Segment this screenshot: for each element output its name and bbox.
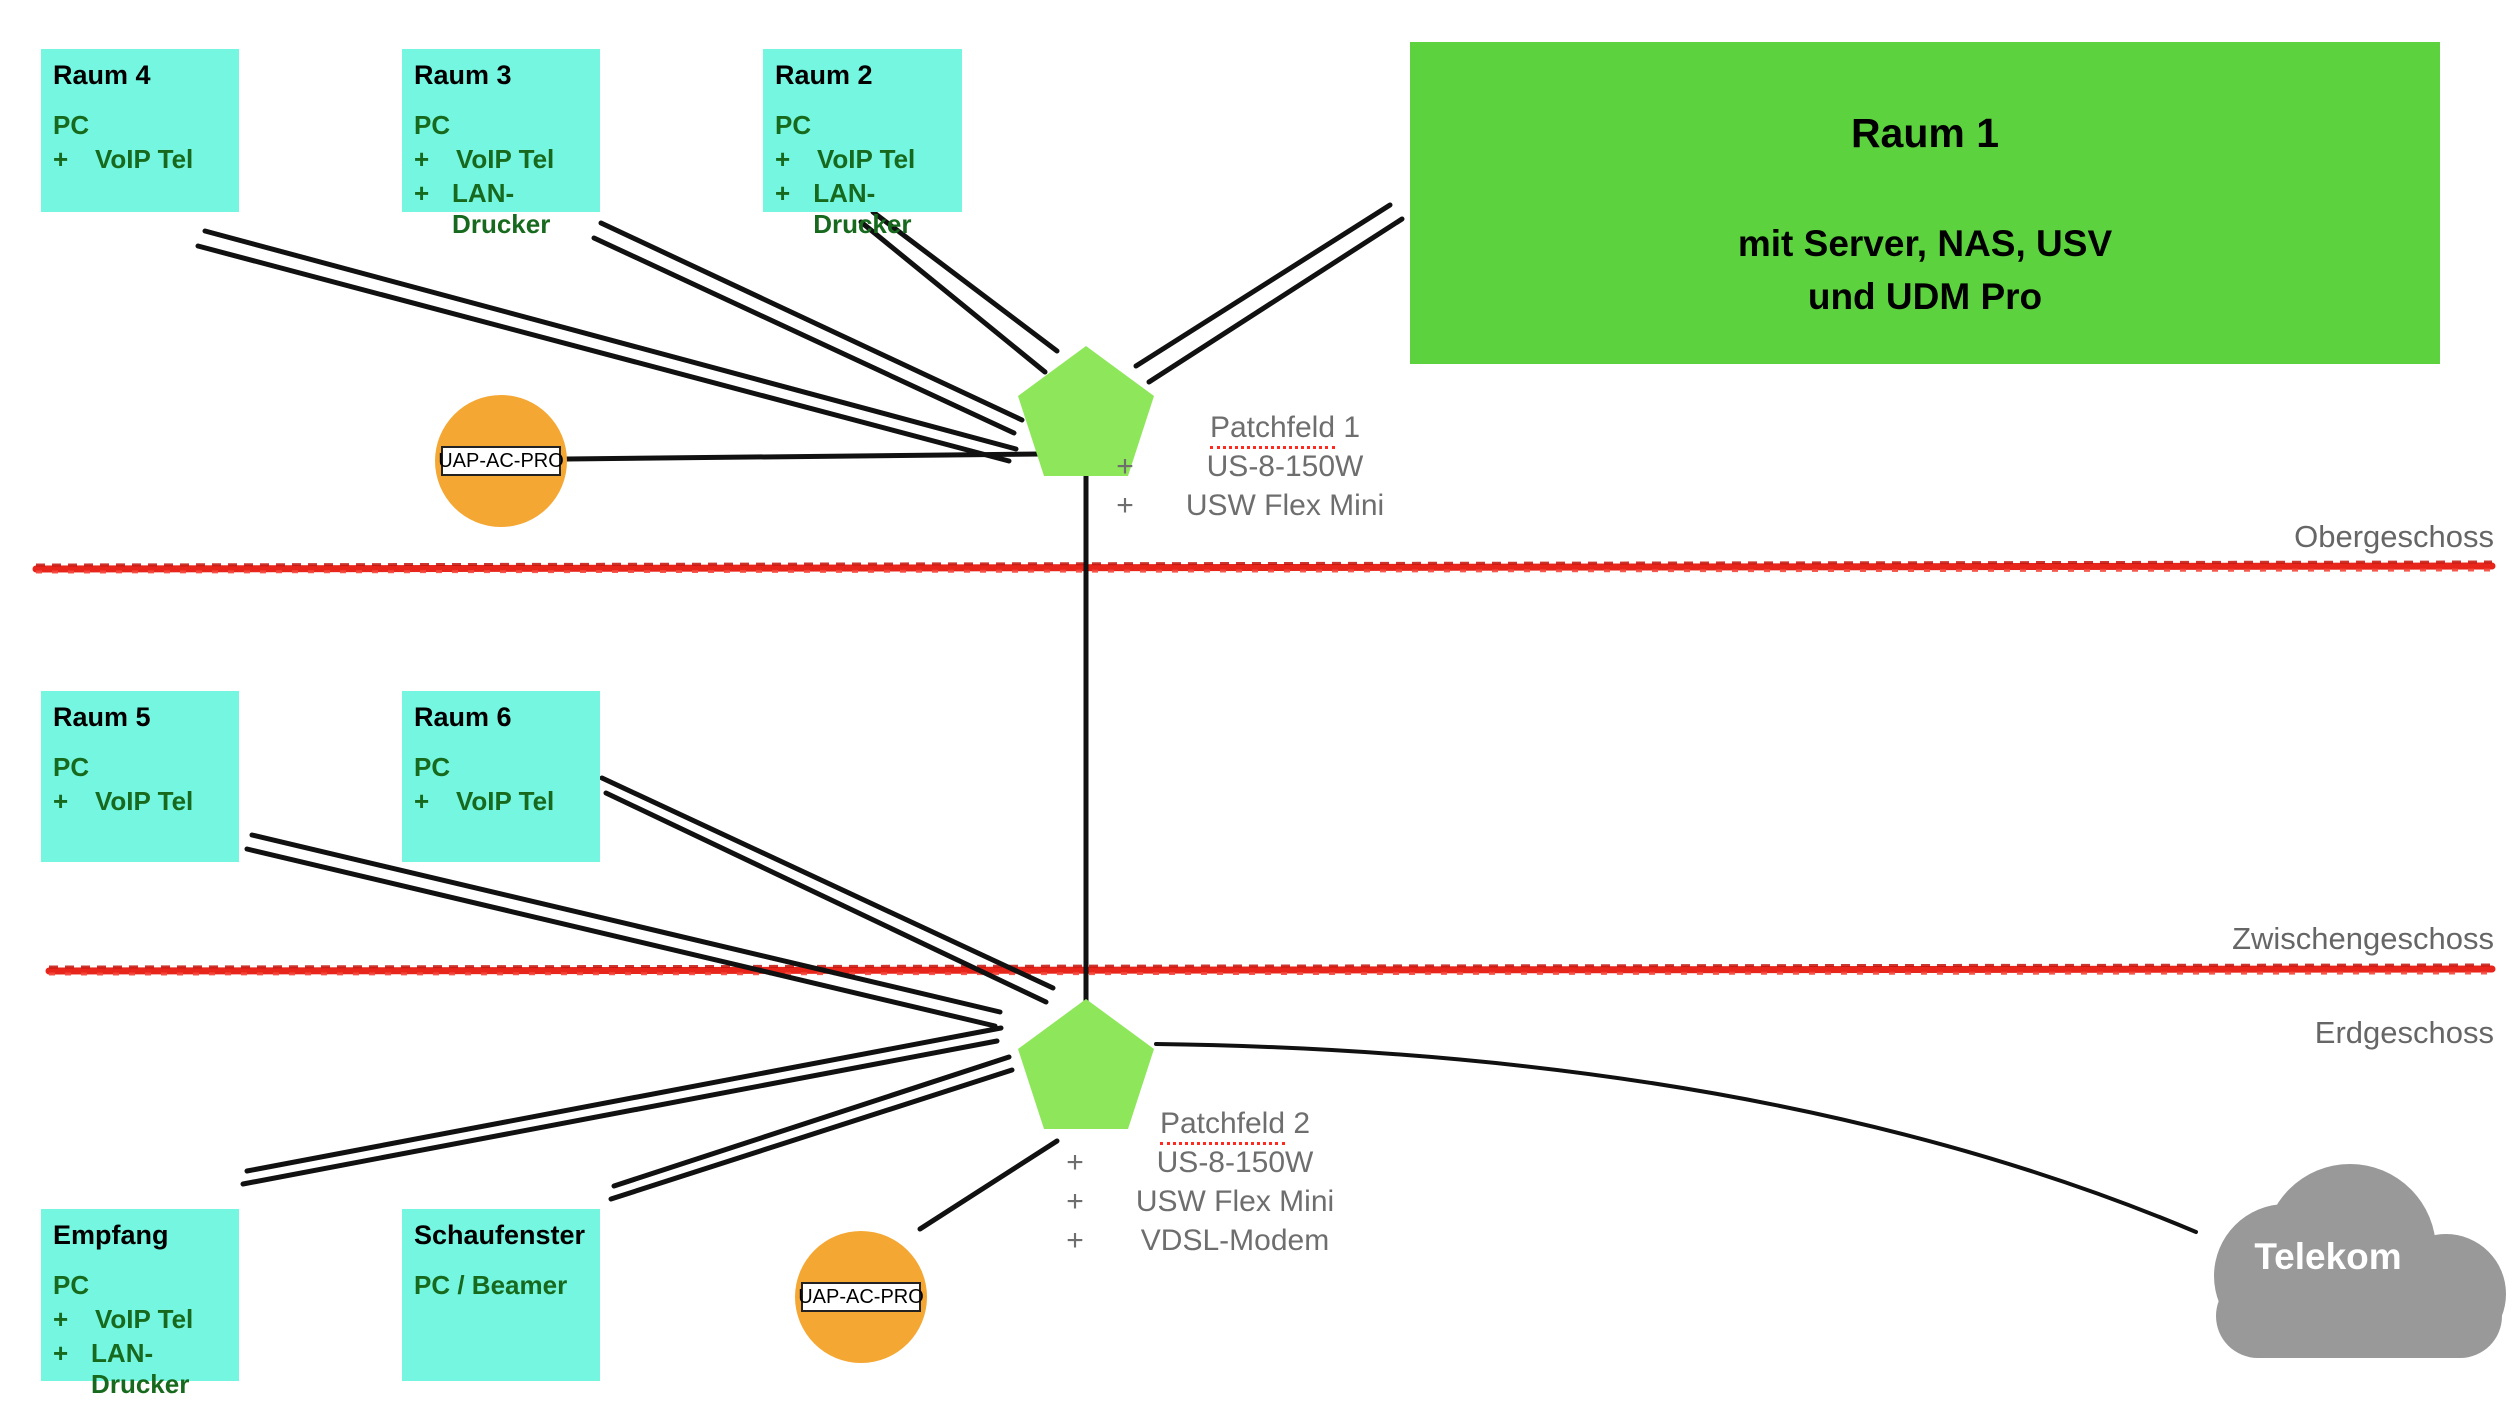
plus-sign: + bbox=[53, 144, 69, 174]
room-box-raum4: Raum 4 PC + VoIP Tel bbox=[41, 49, 239, 212]
room-description-line1: mit Server, NAS, USV bbox=[1737, 223, 2113, 264]
room-device: VoIP Tel bbox=[95, 144, 194, 174]
plus-sign: + bbox=[53, 786, 69, 816]
room-device: VoIP Tel bbox=[95, 786, 194, 816]
uap2-label: UAP-AC-PRO bbox=[798, 1282, 924, 1312]
cable-uap1-patchfeld1 bbox=[564, 451, 1043, 462]
room-device: VoIP Tel bbox=[456, 144, 555, 174]
patchfeld1-pentagon bbox=[1018, 346, 1154, 476]
cable-patchfeld2-telekom bbox=[1154, 1042, 2198, 1234]
telekom-cloud-icon bbox=[2214, 1164, 2506, 1358]
room-title: Raum 5 bbox=[53, 702, 151, 732]
patchfeld2-device: USW Flex Mini bbox=[1135, 1184, 1335, 1218]
room-title: Raum 1 bbox=[1850, 110, 2000, 156]
plus-sign: + bbox=[53, 1304, 69, 1334]
cable-uap2-patchfeld2 bbox=[917, 1138, 1060, 1232]
room-title: Empfang bbox=[53, 1220, 169, 1250]
patchfeld1-label-block: Patchfeld 1 + US-8-150W + USW Flex Mini bbox=[1105, 408, 1425, 525]
cable-raum3-patchfeld1-a bbox=[598, 220, 1025, 423]
room-device: VoIP Tel bbox=[95, 1304, 194, 1334]
patchfeld1-device: US-8-150W bbox=[1206, 449, 1364, 483]
room-device-pc: PC bbox=[414, 110, 451, 140]
plus-sign: + bbox=[1066, 1223, 1084, 1257]
patchfeld1-title: Patchfeld 1 bbox=[1145, 410, 1425, 449]
patchfeld1-title-word: Patchfeld bbox=[1209, 410, 1336, 449]
cable-empfang-patchfeld2-a bbox=[244, 1025, 1004, 1174]
room-device-pc: PC bbox=[53, 1270, 90, 1300]
room-title: Schaufenster bbox=[414, 1220, 586, 1250]
room-device: LAN-Drucker bbox=[91, 1338, 190, 1399]
room-box-raum3: Raum 3 PC + VoIP Tel + LAN-Drucker bbox=[402, 49, 600, 239]
room-device-pc: PC bbox=[775, 110, 812, 140]
room-device: VoIP Tel bbox=[817, 144, 916, 174]
plus-sign: + bbox=[775, 178, 791, 208]
cable-raum1-patchfeld1-a bbox=[1133, 202, 1393, 369]
uap1-label: UAP-AC-PRO bbox=[438, 446, 564, 476]
plus-sign: + bbox=[414, 144, 430, 174]
room-device-pc: PC bbox=[53, 110, 90, 140]
plus-sign: + bbox=[414, 178, 430, 208]
cable-raum5-patchfeld2-a bbox=[249, 832, 1003, 1015]
cable-raum2-patchfeld1-b bbox=[858, 219, 1048, 375]
telekom-cloud-label: Telekom bbox=[2254, 1236, 2402, 1277]
cable-schaufenster-patchfeld2-b bbox=[608, 1067, 1015, 1202]
cable-schaufenster-patchfeld2-a bbox=[611, 1054, 1012, 1189]
room-box-raum6: Raum 6 PC + VoIP Tel bbox=[402, 691, 600, 862]
cable-raum5-patchfeld2-b bbox=[244, 846, 998, 1029]
plus-sign: + bbox=[775, 144, 791, 174]
cable-raum4-patchfeld1-b bbox=[195, 243, 1012, 464]
patchfeld2-device: VDSL-Modem bbox=[1140, 1223, 1330, 1257]
cable-raum2-patchfeld1-a bbox=[870, 209, 1060, 354]
plus-sign: + bbox=[1116, 449, 1134, 483]
floor-divider-obergeschoss bbox=[32, 560, 2496, 574]
cable-empfang-patchfeld2-b bbox=[240, 1038, 1000, 1187]
plus-sign: + bbox=[1066, 1145, 1084, 1179]
patchfeld2-title-number: 2 bbox=[1293, 1106, 1311, 1140]
room-device: LAN-Drucker bbox=[452, 178, 551, 239]
floor-label-obergeschoss: Obergeschoss bbox=[2294, 519, 2494, 554]
room-box-raum5: Raum 5 PC + VoIP Tel bbox=[41, 691, 239, 862]
room-device: LAN-Drucker bbox=[813, 178, 912, 239]
room-title: Raum 3 bbox=[414, 60, 512, 90]
plus-sign: + bbox=[1116, 488, 1134, 522]
patchfeld1-device: USW Flex Mini bbox=[1185, 488, 1385, 522]
room-box-schaufenster: Schaufenster PC / Beamer bbox=[402, 1209, 600, 1381]
patchfeld2-title: Patchfeld 2 bbox=[1095, 1106, 1375, 1145]
room-title: Raum 2 bbox=[775, 60, 873, 90]
room-device-pc: PC bbox=[53, 752, 90, 782]
room-device-pc: PC bbox=[414, 752, 451, 782]
plus-sign: + bbox=[1066, 1184, 1084, 1218]
room-title: Raum 4 bbox=[53, 60, 151, 90]
floor-divider-erdgeschoss bbox=[45, 963, 2496, 976]
room-device: VoIP Tel bbox=[456, 786, 555, 816]
floor-label-erdgeschoss: Erdgeschoss bbox=[2314, 1015, 2494, 1050]
cable-raum6-patchfeld2-b bbox=[603, 790, 1049, 1005]
cable-raum6-patchfeld2-a bbox=[599, 775, 1056, 991]
floor-label-zwischengeschoss: Zwischengeschoss bbox=[2232, 921, 2494, 956]
room-description-line2: und UDM Pro bbox=[1807, 276, 2043, 317]
cable-raum1-patchfeld1-b bbox=[1146, 216, 1405, 385]
room-box-raum2: Raum 2 PC + VoIP Tel + LAN-Drucker bbox=[763, 49, 962, 239]
patchfeld2-title-word: Patchfeld bbox=[1159, 1106, 1286, 1145]
patchfeld2-device: US-8-150W bbox=[1156, 1145, 1314, 1179]
room-device-pc: PC / Beamer bbox=[414, 1270, 568, 1300]
plus-sign: + bbox=[53, 1338, 69, 1368]
room-box-raum1-server: Raum 1 mit Server, NAS, USV und UDM Pro bbox=[1410, 42, 2440, 364]
patchfeld1-title-number: 1 bbox=[1343, 410, 1361, 444]
patchfeld2-pentagon bbox=[1018, 999, 1154, 1129]
cable-raum3-patchfeld1-b bbox=[591, 235, 1017, 436]
room-box-empfang: Empfang PC + VoIP Tel + LAN-Drucker bbox=[41, 1209, 239, 1399]
plus-sign: + bbox=[414, 786, 430, 816]
cable-raum4-patchfeld1-a bbox=[202, 228, 1019, 452]
room-title: Raum 6 bbox=[414, 702, 512, 732]
patchfeld2-label-block: Patchfeld 2 + US-8-150W + USW Flex Mini … bbox=[1055, 1104, 1375, 1260]
